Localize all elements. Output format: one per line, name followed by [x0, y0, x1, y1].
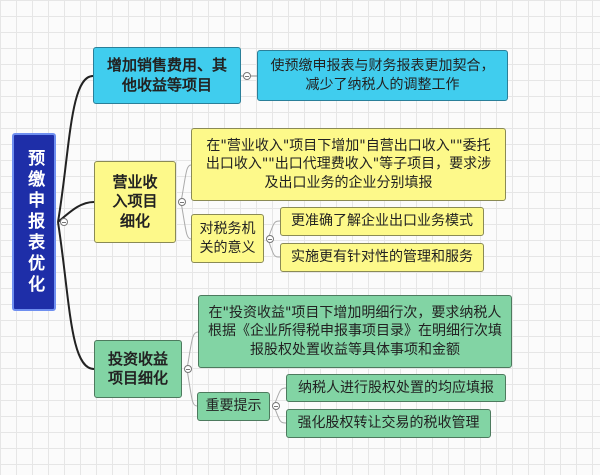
- leaf-label: 纳税人进行股权处置的均应填报: [298, 379, 494, 396]
- branch-sales-expenses[interactable]: 增加销售费用、其他收益等项目: [93, 47, 241, 104]
- root-node[interactable]: 预缴申报表优化: [12, 133, 56, 311]
- sub-branch-tax-authority-significance[interactable]: 对税务机关的意义: [191, 214, 264, 263]
- leaf-label: 在"投资收益"项目下增加明细行次，要求纳税人根据《企业所得税申报事项目录》在明细…: [208, 305, 502, 358]
- leaf-label: 更准确了解企业出口业务模式: [291, 213, 473, 230]
- collapse-toggle-icon[interactable]: [60, 218, 68, 226]
- leaf-node[interactable]: 使预缴申报表与财务报表更加契合，减少了纳税人的调整工作: [257, 50, 508, 101]
- collapse-toggle-icon[interactable]: [266, 235, 274, 243]
- leaf-label: 实施更有针对性的管理和服务: [291, 249, 473, 266]
- leaf-label: 使预缴申报表与财务报表更加契合，减少了纳税人的调整工作: [270, 58, 495, 93]
- collapse-toggle-icon[interactable]: [243, 72, 251, 80]
- branch-investment-income[interactable]: 投资收益项目细化: [94, 340, 182, 398]
- branch-label: 营业收入项目细化: [112, 172, 158, 230]
- collapse-toggle-icon[interactable]: [178, 198, 186, 206]
- leaf-node[interactable]: 在"投资收益"项目下增加明细行次，要求纳税人根据《企业所得税申报事项目录》在明细…: [198, 295, 512, 368]
- leaf-label: 强化股权转让交易的税收管理: [297, 415, 480, 432]
- sub-branch-label: 重要提示: [205, 398, 262, 415]
- leaf-node[interactable]: 更准确了解企业出口业务模式: [280, 207, 484, 236]
- leaf-label: 在"营业收入"项目下增加"自营出口收入""委托出口收入""出口代理费收入"等子项…: [205, 138, 492, 191]
- collapse-toggle-icon[interactable]: [272, 402, 280, 410]
- sub-branch-label: 对税务机关的意义: [199, 221, 256, 256]
- sub-branch-important-note[interactable]: 重要提示: [197, 392, 270, 421]
- branch-label: 增加销售费用、其他收益等项目: [106, 56, 227, 94]
- leaf-node[interactable]: 纳税人进行股权处置的均应填报: [286, 374, 506, 402]
- branch-operating-revenue[interactable]: 营业收入项目细化: [94, 161, 176, 243]
- leaf-node[interactable]: 在"营业收入"项目下增加"自营出口收入""委托出口收入""出口代理费收入"等子项…: [191, 128, 506, 201]
- leaf-node[interactable]: 实施更有针对性的管理和服务: [280, 243, 484, 272]
- branch-label: 投资收益项目细化: [107, 349, 168, 388]
- collapse-toggle-icon[interactable]: [184, 365, 192, 373]
- root-label: 预缴申报表优化: [24, 148, 45, 296]
- leaf-node[interactable]: 强化股权转让交易的税收管理: [286, 409, 491, 438]
